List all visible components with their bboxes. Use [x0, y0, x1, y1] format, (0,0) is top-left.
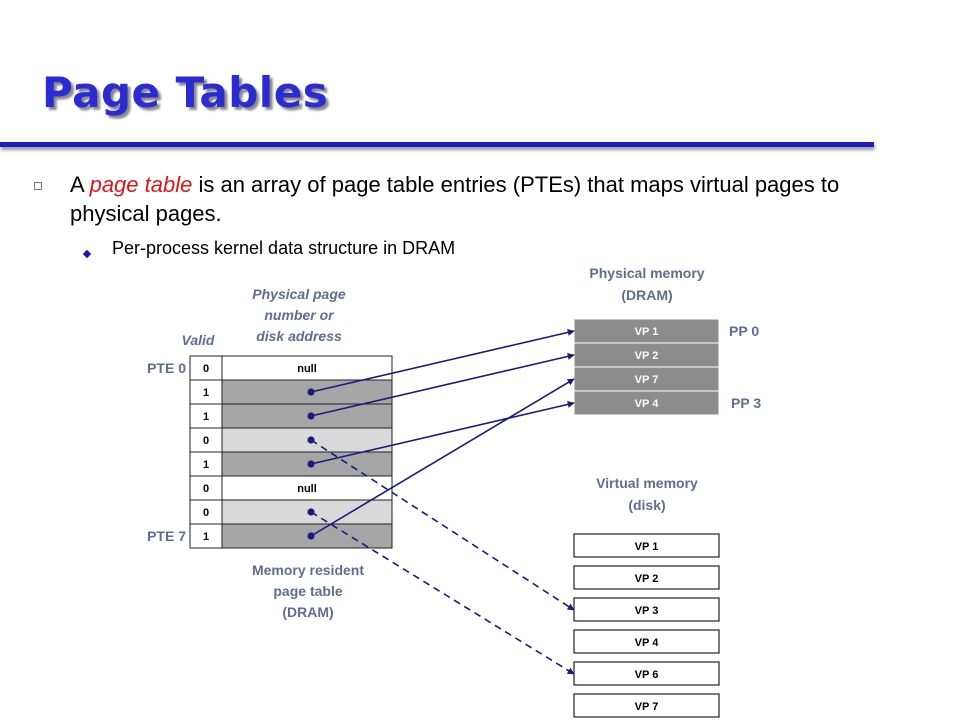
- pte-row-1: 1: [189, 379, 393, 405]
- pte-address-cell: [221, 523, 393, 549]
- page-table-caption-line-3: (DRAM): [282, 604, 333, 620]
- disk-page-box: [573, 565, 720, 590]
- pte-valid-bit: 0: [203, 507, 209, 519]
- disk-page-label: VP 7: [635, 701, 659, 713]
- disk-page-label: VP 3: [635, 605, 659, 617]
- bullet-square-icon: [34, 182, 42, 190]
- pte-valid-cell: [189, 427, 223, 453]
- disk-page-label: VP 2: [635, 573, 659, 585]
- mapping-arrows: [310, 329, 575, 675]
- pte-address-cell: [221, 379, 393, 405]
- ppn-label-line-2: number or: [264, 307, 335, 323]
- bullet-main: A page table is an array of page table e…: [70, 170, 870, 228]
- physical-page-0: VP 1: [573, 318, 720, 344]
- disk-page-box: [573, 693, 720, 718]
- arrow-pte3-to-disk: [310, 439, 575, 611]
- virtual-memory-disk: VP 1 VP 2 VP 3 VP 4 VP 6 VP 7: [573, 533, 720, 718]
- pte-row-7: 1: [189, 523, 393, 549]
- bullet-main-emphasis: page table: [89, 172, 193, 197]
- pte-first-label: PTE 0: [147, 360, 186, 376]
- pte-address-cell: [221, 403, 393, 429]
- disk-page-label: VP 4: [635, 637, 660, 649]
- pte-valid-cell: [189, 403, 223, 429]
- pte-address-cell: [221, 355, 393, 381]
- disk-page-0: VP 1: [573, 533, 720, 558]
- disk-page-label: VP 6: [635, 669, 659, 681]
- bullet-main-suffix: is an array of page table entries (PTEs)…: [70, 172, 840, 226]
- pte-valid-cell: [189, 523, 223, 549]
- physical-page-label: VP 2: [635, 350, 659, 362]
- pte-valid-bit: 1: [203, 387, 209, 399]
- pte-row-6: 0: [189, 499, 393, 525]
- arrow-pte6-to-disk: [310, 511, 575, 675]
- pp-last-label: PP 3: [731, 395, 761, 411]
- physical-memory: VP 1 VP 2 VP 7 VP 4: [573, 318, 720, 416]
- pte-valid-cell: [189, 499, 223, 525]
- physical-page-box: [573, 318, 720, 344]
- disk-page-2: VP 3: [573, 597, 720, 622]
- pte-valid-bit: 0: [203, 435, 209, 447]
- virtual-memory-caption-line-1: Virtual memory: [596, 475, 698, 491]
- physical-page-label: VP 1: [635, 326, 659, 338]
- pte-null-text: null: [297, 483, 317, 495]
- arrow-pte2-to-pp1: [310, 353, 575, 417]
- pte-address-cell: [221, 475, 393, 501]
- pte-row-3: 0: [189, 427, 393, 453]
- physical-page-2: VP 7: [573, 366, 720, 392]
- page-table-caption-line-2: page table: [273, 583, 342, 599]
- arrow-pte1-to-pp0: [310, 329, 575, 393]
- pp-first-label: PP 0: [729, 323, 759, 339]
- pte-row-5: 0 null: [189, 475, 393, 501]
- disk-page-box: [573, 533, 720, 558]
- disk-page-box: [573, 629, 720, 654]
- physical-memory-caption-line-2: (DRAM): [621, 287, 672, 303]
- pte-valid-bit: 0: [203, 483, 209, 495]
- virtual-memory-caption-line-2: (disk): [628, 497, 665, 513]
- disk-page-4: VP 6: [573, 661, 720, 686]
- disk-page-1: VP 2: [573, 565, 720, 590]
- arrow-pte4-to-pp3: [310, 401, 575, 465]
- arrow-pte7-to-pp2: [310, 378, 575, 537]
- physical-page-box: [573, 390, 720, 416]
- pte-null-text: null: [297, 363, 317, 375]
- pte-row-2: 1: [189, 403, 393, 429]
- physical-page-label: VP 7: [635, 374, 659, 386]
- physical-page-label: VP 4: [635, 398, 660, 410]
- page-table-caption-line-1: Memory resident: [252, 562, 364, 578]
- pte-valid-bit: 1: [203, 459, 209, 471]
- pte-row-0: 0 null: [189, 355, 393, 381]
- title-underline: [0, 142, 874, 147]
- physical-page-1: VP 2: [573, 342, 720, 368]
- slide-title: Page Tables: [42, 68, 329, 117]
- disk-page-label: VP 1: [635, 541, 659, 553]
- disk-page-5: VP 7: [573, 693, 720, 718]
- pte-valid-bit: 1: [203, 411, 209, 423]
- pte-row-4: 1: [189, 451, 393, 477]
- bullet-main-prefix: A: [70, 172, 90, 197]
- pte-valid-bit: 0: [203, 363, 209, 375]
- valid-label: Valid: [182, 332, 215, 348]
- disk-page-3: VP 4: [573, 629, 720, 654]
- pte-valid-bit: 1: [203, 531, 209, 543]
- pte-address-cell: [221, 451, 393, 477]
- pte-last-label: PTE 7: [147, 528, 186, 544]
- ppn-label-line-3: disk address: [256, 328, 342, 344]
- bullet-sub: Per-process kernel data structure in DRA…: [112, 238, 456, 258]
- pte-address-cell: [221, 427, 393, 453]
- physical-memory-caption-line-1: Physical memory: [589, 265, 704, 281]
- ppn-label-line-1: Physical page: [252, 286, 346, 302]
- pte-valid-cell: [189, 379, 223, 405]
- physical-page-3: VP 4: [573, 390, 720, 416]
